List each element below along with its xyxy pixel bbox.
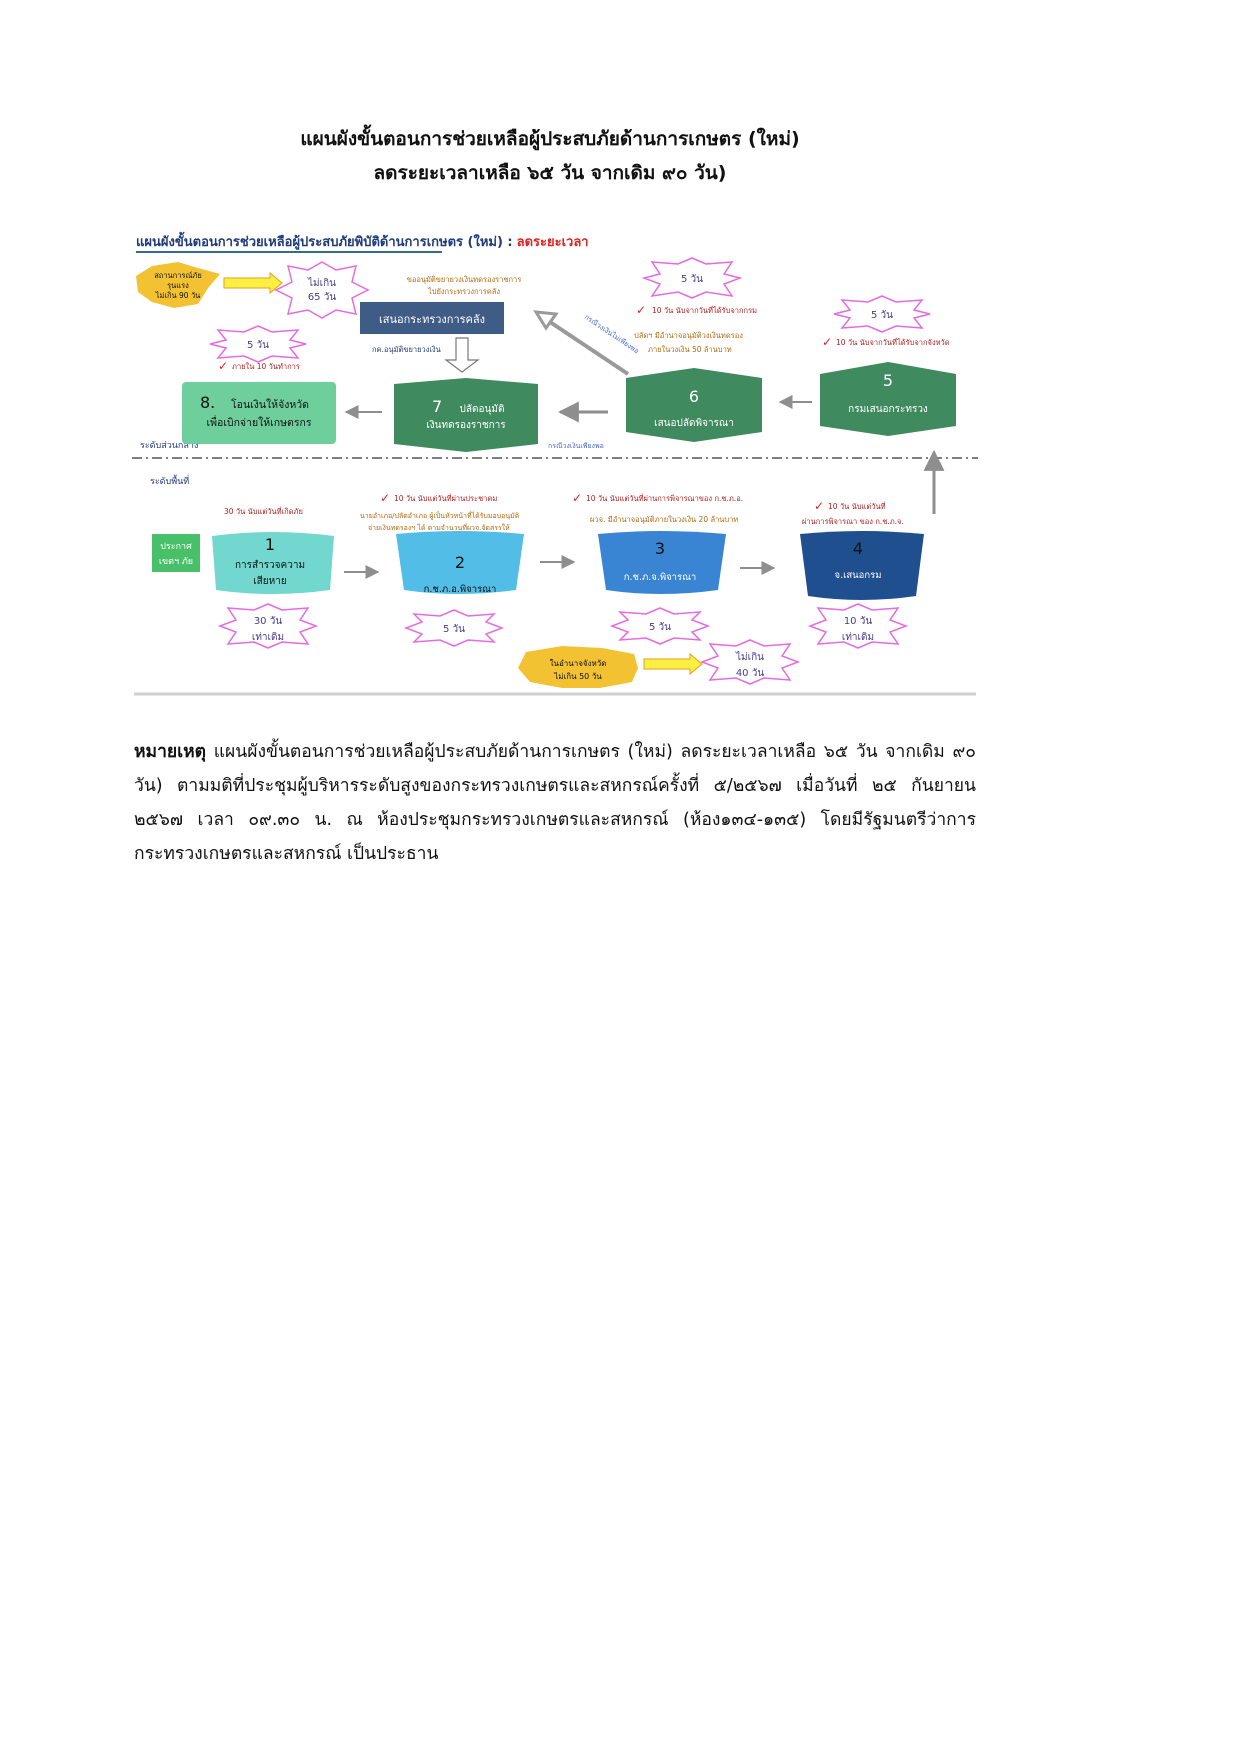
finance-box: เสนอกระทรวงการคลัง (360, 302, 504, 334)
step1-box: 1 การสำรวจความ เสียหาย (212, 532, 334, 594)
svg-text:สถานการณ์ภัย: สถานการณ์ภัย (154, 271, 202, 280)
step2-note-2: จ่ายเงินทดรองฯ ได้ ตามจำนวนที่ผวจ.จัดสรร… (368, 523, 510, 532)
area-level-label: ระดับพื้นที่ (150, 474, 189, 487)
svg-text:เขตฯ ภัย: เขตฯ ภัย (159, 557, 193, 567)
svg-text:เสนอปลัดพิจารณา: เสนอปลัดพิจารณา (654, 418, 734, 429)
step6-box: 6 เสนอปลัดพิจารณา (626, 368, 762, 442)
step2-limit-star: 5 วัน (403, 609, 505, 647)
step3-limit-star: 5 วัน (609, 607, 711, 645)
svg-text:ก.ช.ภ.อ.พิจารณา: ก.ช.ภ.อ.พิจารณา (424, 584, 497, 595)
step5-box: 5 กรมเสนอกระทรวง (820, 362, 956, 436)
flowchart-diagram: แผนผังขั้นตอนการช่วยเหลือผู้ประสบภัยพิบั… (132, 222, 978, 696)
svg-text:3: 3 (655, 539, 665, 558)
step2-check-text: 10 วัน นับแต่วันที่ผ่านประชาคม (394, 493, 497, 503)
svg-text:5 วัน: 5 วัน (681, 274, 703, 285)
step2-check-icon: ✓ (380, 491, 390, 505)
svg-text:ในอำนาจจังหวัด: ในอำนาจจังหวัด (550, 659, 607, 668)
svg-text:40 วัน: 40 วัน (736, 668, 765, 679)
footnote-text: แผนผังขั้นตอนการช่วยเหลือผู้ประสบภัยด้าน… (134, 742, 976, 864)
province-badge: ในอำนาจจังหวัด ไม่เกิน 50 วัน (518, 646, 638, 688)
finance-note-2: ไปยังกระทรวงการคลัง (427, 287, 500, 296)
step4-check-icon: ✓ (814, 499, 824, 513)
severe-limit-star: ไม่เกิน 65 วัน (274, 261, 370, 319)
central-level-label: ระดับส่วนกลาง (140, 441, 198, 451)
svg-text:รุนแรง: รุนแรง (167, 281, 189, 290)
step6-note-1: ปลัดฯ มีอำนาจอนุมัติวงเงินทดรอง (634, 331, 743, 340)
step4-check-text-1: 10 วัน นับแต่วันที่ (828, 501, 886, 511)
svg-text:5 วัน: 5 วัน (247, 340, 269, 351)
svg-text:ประกาศ: ประกาศ (160, 542, 192, 552)
step4-limit-star: 10 วัน เท่าเดิม (807, 603, 909, 649)
svg-text:ไม่เกิน: ไม่เกิน (735, 651, 764, 663)
svg-text:10 วัน: 10 วัน (844, 616, 873, 627)
svg-text:6: 6 (689, 387, 699, 406)
step2-note-1: นายอำเภอ/ปลัดอำเภอ ผู้เป็นหัวหน้าที่ได้ร… (360, 511, 520, 520)
svg-text:5: 5 (883, 371, 893, 390)
svg-text:1: 1 (265, 535, 275, 554)
svg-text:7: 7 (432, 397, 442, 416)
svg-text:เพื่อเบิกจ่ายให้เกษตรกร: เพื่อเบิกจ่ายให้เกษตรกร (207, 415, 312, 429)
svg-text:ปลัดอนุมัติ: ปลัดอนุมัติ (460, 404, 505, 415)
footnote-label: หมายเหตุ (134, 742, 207, 762)
step6-check-icon: ✓ (636, 303, 646, 317)
declare-box: ประกาศ เขตฯ ภัย (152, 534, 200, 572)
svg-text:2: 2 (455, 553, 465, 572)
svg-text:ไม่เกิน: ไม่เกิน (307, 277, 336, 289)
svg-text:ก.ช.ภ.จ.พิจารณา: ก.ช.ภ.จ.พิจารณา (624, 572, 697, 583)
svg-text:โอนเงินให้จังหวัด: โอนเงินให้จังหวัด (231, 398, 309, 411)
svg-text:เสียหาย: เสียหาย (253, 575, 286, 587)
finance-to-step7-arrow (444, 337, 480, 373)
step6-limit-star: 5 วัน (641, 257, 743, 299)
step3-check-icon: ✓ (572, 491, 582, 505)
step7-box: 7 ปลัดอนุมัติ เงินทดรองราชการ (394, 378, 538, 452)
svg-text:5 วัน: 5 วัน (871, 310, 893, 321)
step6-note-2: ภายในวงเงิน 50 ล้านบาท (648, 345, 732, 354)
svg-text:เสนอกระทรวงการคลัง: เสนอกระทรวงการคลัง (379, 313, 485, 326)
step5-limit-star: 5 วัน (833, 295, 931, 333)
svg-text:เงินทดรองราชการ: เงินทดรองราชการ (426, 420, 506, 431)
footnote: หมายเหตุ แผนผังขั้นตอนการช่วยเหลือผู้ประ… (134, 735, 976, 871)
step8-check-text: ภายใน 10 วันทำการ (232, 362, 300, 371)
step1-note: 30 วัน นับแต่วันที่เกิดภัย (224, 506, 303, 516)
svg-text:8.: 8. (200, 393, 215, 412)
svg-text:เท่าเดิม: เท่าเดิม (842, 632, 874, 643)
finance-under-note: กค.อนุมัติขยายวงเงิน (372, 345, 441, 354)
step3-box: 3 ก.ช.ภ.จ.พิจารณา (598, 531, 726, 594)
svg-text:เท่าเดิม: เท่าเดิม (252, 632, 284, 643)
step1-limit-star: 30 วัน เท่าเดิม (217, 603, 319, 649)
province-to-limit-arrow (643, 652, 703, 676)
svg-text:5 วัน: 5 วัน (443, 624, 465, 635)
page-subtitle: ลดระยะเวลาเหลือ ๖๕ วัน จากเดิม ๙๐ วัน) (373, 162, 727, 184)
step3-note: ผวจ. มีอำนาจอนุมัติภายในวงเงิน 20 ล้านบา… (590, 515, 738, 524)
step8-limit-star: 5 วัน (209, 325, 307, 363)
step8-box: 8. โอนเงินให้จังหวัด เพื่อเบิกจ่ายให้เกษ… (182, 382, 336, 444)
step6-to-finance-arrow (533, 310, 630, 376)
page-title: แผนผังขั้นตอนการช่วยเหลือผู้ประสบภัยด้าน… (300, 128, 800, 150)
svg-text:30 วัน: 30 วัน (254, 616, 283, 627)
severe-badge: สถานการณ์ภัย รุนแรง ไม่เกิน 90 วัน (136, 262, 220, 308)
diagram-heading-accent: ลดระยะเวลา (517, 235, 589, 250)
sufficient-note: กรณีวงเงินเพียงพอ (548, 442, 604, 450)
province-limit-star: ไม่เกิน 40 วัน (699, 639, 801, 685)
step4-box: 4 จ.เสนอกรม (800, 531, 924, 600)
svg-text:แผนผังขั้นตอนการช่วยเหลือผู้ปร: แผนผังขั้นตอนการช่วยเหลือผู้ประสบภัยพิบั… (136, 231, 589, 250)
svg-text:ไม่เกิน 90 วัน: ไม่เกิน 90 วัน (155, 291, 201, 300)
step4-check-text-2: ผ่านการพิจารณา ของ ก.ช.ภ.จ. (802, 517, 904, 526)
svg-text:ไม่เกิน 50 วัน: ไม่เกิน 50 วัน (553, 672, 602, 681)
svg-text:65 วัน: 65 วัน (308, 292, 337, 303)
step5-check-text: 10 วัน นับจากวันที่ได้รับจากจังหวัด (836, 337, 950, 347)
step6-check-text: 10 วัน นับจากวันที่ได้รับจากกรม (652, 305, 757, 315)
step2-box: 2 ก.ช.ภ.อ.พิจารณา (396, 531, 524, 595)
severe-to-limit-arrow (223, 271, 283, 295)
svg-text:การสำรวจความ: การสำรวจความ (235, 560, 305, 571)
diagram-heading: แผนผังขั้นตอนการช่วยเหลือผู้ประสบภัยพิบั… (136, 231, 513, 250)
svg-text:จ.เสนอกรม: จ.เสนอกรม (835, 570, 882, 581)
step5-check-icon: ✓ (822, 335, 832, 349)
svg-text:5 วัน: 5 วัน (649, 622, 671, 633)
svg-text:4: 4 (853, 539, 863, 558)
finance-note-1: ขออนุมัติขยายวงเงินทดรองราชการ (407, 275, 522, 284)
step8-check-icon: ✓ (218, 359, 228, 373)
svg-text:กรมเสนอกระทรวง: กรมเสนอกระทรวง (848, 404, 928, 415)
step3-check-text: 10 วัน นับแต่วันที่ผ่านการพิจารณาของ ก.ช… (586, 493, 743, 503)
